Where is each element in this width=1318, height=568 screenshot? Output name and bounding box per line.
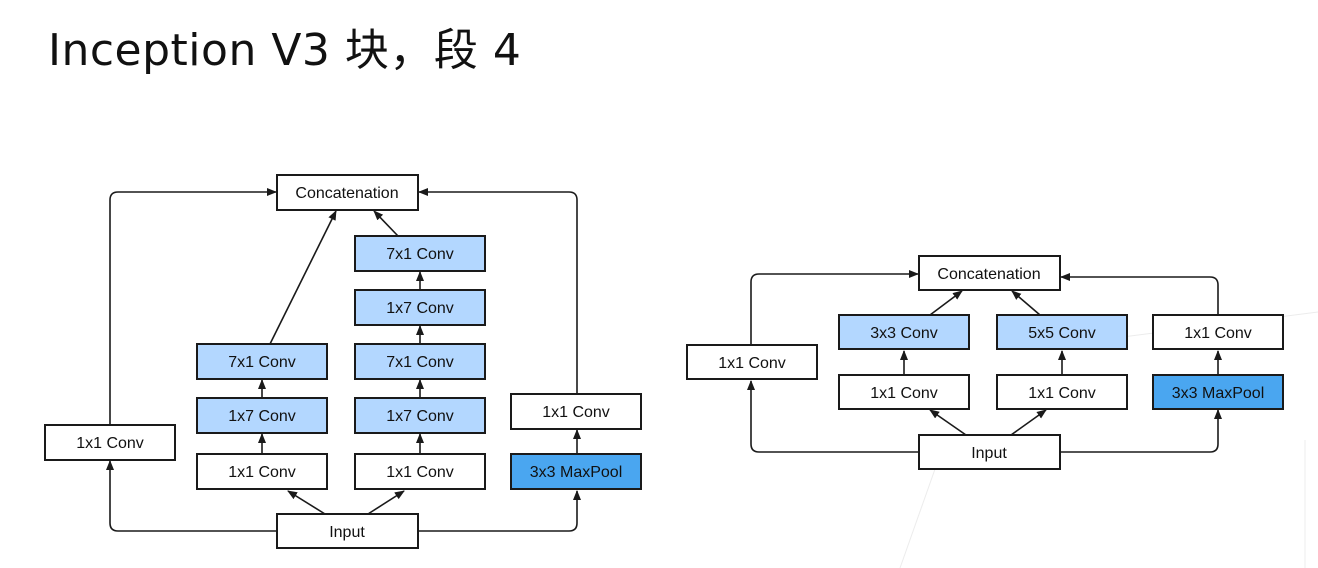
- left-edge-b2-concat: [269, 210, 337, 345]
- node-label: 1x1 Conv: [228, 464, 296, 481]
- right-b4-pool-node: 3x3 MaxPool: [1152, 374, 1284, 410]
- left-edge-b4-concat: [418, 188, 578, 394]
- right-b3-conv2-node: 5x5 Conv: [996, 314, 1128, 350]
- node-label: 1x1 Conv: [542, 404, 610, 421]
- right-diagram: Concatenation Input 1x1 Conv 1x1 Conv 3x…: [686, 255, 1284, 470]
- right-b2-conv1-node: 1x1 Conv: [838, 374, 970, 410]
- right-edges: [747, 270, 1222, 453]
- slide-title: Inception V3 块，段 4: [48, 25, 522, 76]
- node-label: 7x1 Conv: [386, 246, 454, 263]
- node-label: 1x1 Conv: [718, 355, 786, 372]
- node-label: 3x3 Conv: [870, 325, 938, 342]
- node-label: 1x1 Conv: [1028, 385, 1096, 402]
- node-label: 7x1 Conv: [386, 354, 454, 371]
- left-b3-conv1-node: 1x1 Conv: [354, 453, 486, 490]
- left-concat-node: Concatenation: [276, 174, 419, 211]
- left-b2-conv3-node: 7x1 Conv: [196, 343, 328, 380]
- left-b1-conv-node: 1x1 Conv: [44, 424, 176, 461]
- node-label: 1x7 Conv: [228, 408, 296, 425]
- left-b4-conv-node: 1x1 Conv: [510, 393, 642, 430]
- right-concat-label: Concatenation: [937, 266, 1040, 283]
- right-b3-conv1-node: 1x1 Conv: [996, 374, 1128, 410]
- left-edge-input-b1: [106, 460, 277, 532]
- node-label: 1x7 Conv: [386, 300, 454, 317]
- node-label: 7x1 Conv: [228, 354, 296, 371]
- node-label: 1x1 Conv: [76, 435, 144, 452]
- node-label: 3x3 MaxPool: [530, 464, 623, 481]
- left-diagram: Concatenation Input 1x1 Conv 1x1 Conv 1x…: [44, 174, 642, 549]
- left-edge-b1-concat: [109, 188, 277, 425]
- left-edges: [106, 188, 581, 532]
- left-edge-input-b2: [287, 490, 326, 515]
- right-concat-node: Concatenation: [918, 255, 1061, 291]
- node-label: 1x1 Conv: [870, 385, 938, 402]
- left-edge-input-b4: [418, 490, 581, 532]
- left-concat-label: Concatenation: [295, 185, 398, 202]
- node-label: 1x7 Conv: [386, 408, 454, 425]
- left-b2-conv1-node: 1x1 Conv: [196, 453, 328, 490]
- left-input-label: Input: [329, 524, 365, 541]
- left-b3-conv5-node: 7x1 Conv: [354, 235, 486, 272]
- left-b2-conv2-node: 1x7 Conv: [196, 397, 328, 434]
- node-label: 5x5 Conv: [1028, 325, 1096, 342]
- right-b2-conv2-node: 3x3 Conv: [838, 314, 970, 350]
- node-label: 1x1 Conv: [1184, 325, 1252, 342]
- right-b4-conv-node: 1x1 Conv: [1152, 314, 1284, 350]
- left-edge-b3-concat: [373, 210, 399, 237]
- node-label: 1x1 Conv: [386, 464, 454, 481]
- right-input-label: Input: [971, 445, 1007, 462]
- left-input-node: Input: [276, 513, 419, 549]
- left-b4-pool-node: 3x3 MaxPool: [510, 453, 642, 490]
- left-b3-conv2-node: 1x7 Conv: [354, 397, 486, 434]
- node-label: 3x3 MaxPool: [1172, 385, 1265, 402]
- left-b3-conv4-node: 1x7 Conv: [354, 289, 486, 326]
- right-b1-conv-node: 1x1 Conv: [686, 344, 818, 380]
- left-b3-conv3-node: 7x1 Conv: [354, 343, 486, 380]
- left-edge-input-b3: [367, 490, 405, 515]
- right-input-node: Input: [918, 434, 1061, 470]
